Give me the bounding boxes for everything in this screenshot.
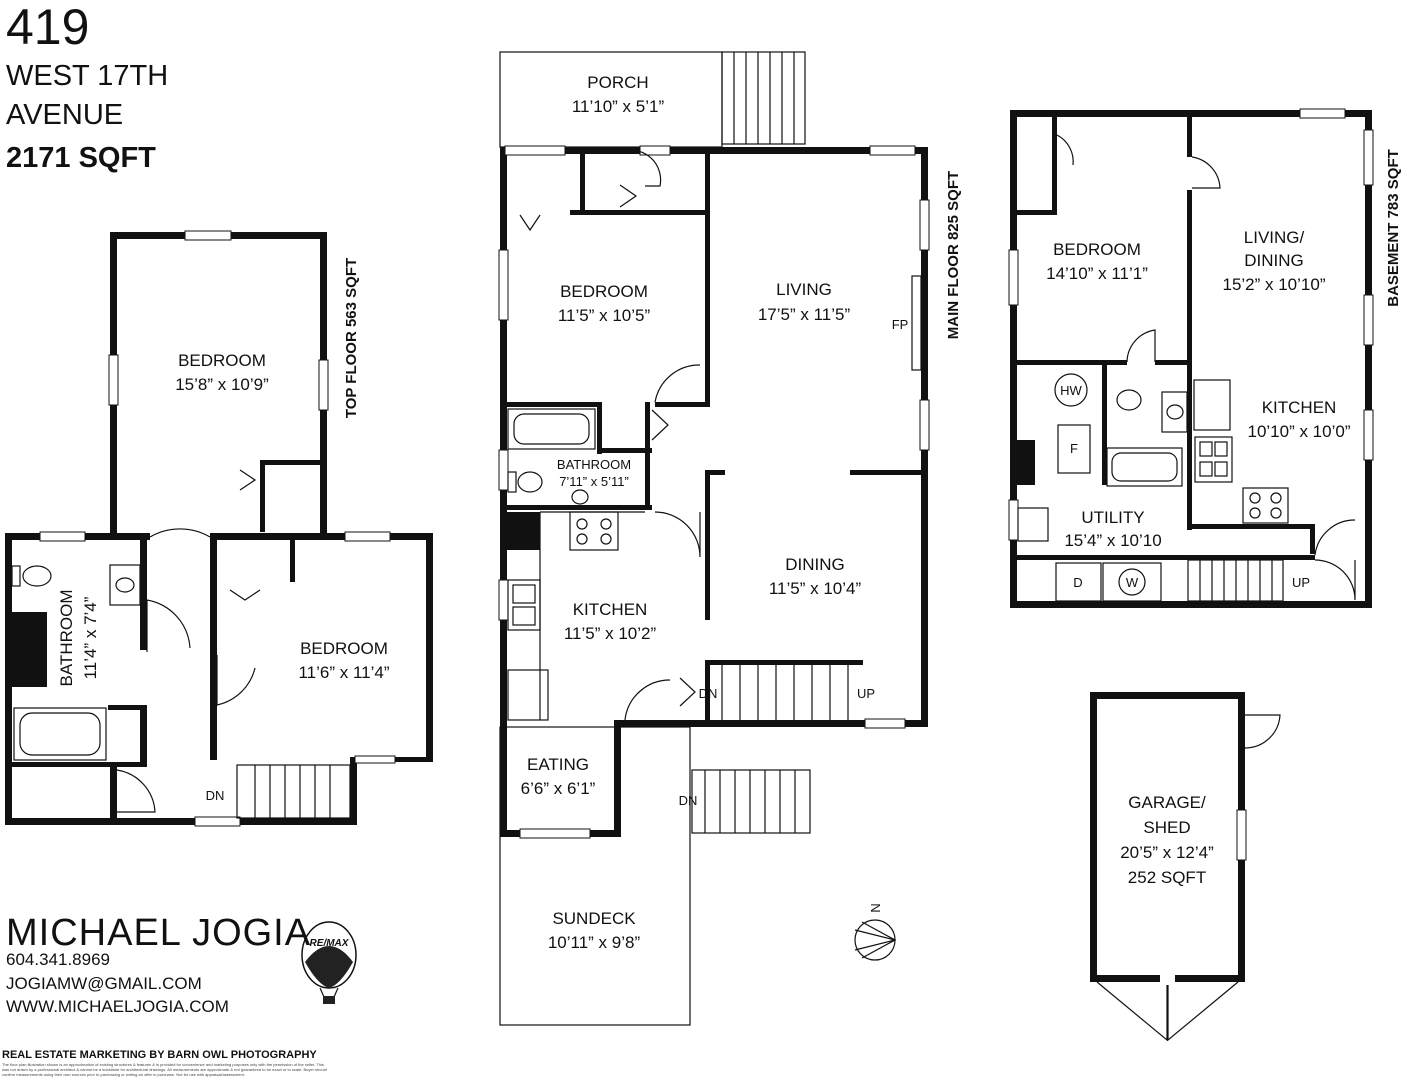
main-eating-size: 6’6” x 6’1” (521, 779, 596, 798)
top-floor-plan: BEDROOM 15’8” x 10’9” BEDROOM 11’6” x 11… (5, 230, 433, 827)
main-fireplace-label: FP (892, 317, 909, 332)
basement-utility-size: 15’4” x 10’10 (1064, 531, 1161, 550)
disclaimer-text: The floor plan illustration shown is an … (2, 1062, 327, 1077)
basement-living-dining-name-line1: LIVING/ (1244, 228, 1305, 247)
main-dining-size: 11’5” x 10’4” (769, 579, 862, 598)
address-number: 419 (6, 0, 90, 55)
basement-furnace-label: F (1070, 441, 1078, 456)
remax-logo-text: RE/MAX (310, 938, 350, 949)
basement-washer-label: W (1126, 575, 1139, 590)
basement-living-dining-name-line2: DINING (1244, 251, 1304, 270)
garage-plan: GARAGE/ SHED 20’5” x 12’4” 252 SQFT (1090, 692, 1281, 1042)
basement-utility-name: UTILITY (1081, 508, 1144, 527)
main-bathroom-size: 7’11” x 5’11” (559, 474, 629, 489)
top-bedroom-large-size: 15’8” x 10’9” (175, 375, 269, 394)
basement-plan: BEDROOM 14’10” x 11’1” LIVING/ DINING 15… (1008, 108, 1402, 608)
main-living-name: LIVING (776, 280, 832, 299)
main-dining-name: DINING (785, 555, 845, 574)
basement-hot-water-label: HW (1060, 383, 1082, 398)
top-bedroom-small-size: 11’6” x 11’4” (298, 663, 389, 682)
main-stair-dn-label: DN (699, 686, 718, 701)
main-bathroom-name: BATHROOM (557, 457, 631, 472)
main-bedroom-name: BEDROOM (560, 282, 648, 301)
main-porch-name: PORCH (587, 73, 648, 92)
main-sundeck-size: 10’11” x 9’8” (548, 933, 641, 952)
basement-floor-label: BASEMENT 783 SQFT (1385, 149, 1402, 307)
top-bedroom-small-name: BEDROOM (300, 639, 388, 658)
garage-size: 20’5” x 12’4” (1120, 843, 1214, 862)
basement-stair-up-label: UP (1292, 575, 1310, 590)
compass-icon: N (854, 903, 897, 961)
basement-living-dining-size: 15’2” x 10’10” (1222, 275, 1325, 294)
photography-credit: REAL ESTATE MARKETING BY BARN OWL PHOTOG… (2, 1049, 317, 1061)
main-floor-plan: PORCH 11’10” x 5’1” BEDROOM 11’5” x 10’5… (498, 51, 962, 1026)
main-stair-up-label: UP (857, 686, 875, 701)
main-floor-label: MAIN FLOOR 825 SQFT (945, 171, 962, 339)
basement-kitchen-name: KITCHEN (1262, 398, 1337, 417)
top-bathroom-size: 11’4” x 7’4” (81, 596, 100, 679)
main-porch-size: 11’10” x 5’1” (572, 97, 665, 116)
address-street-line2: AVENUE (6, 99, 124, 131)
top-bathroom-name: BATHROOM (57, 590, 76, 687)
main-deck-dn-label: DN (679, 793, 698, 808)
basement-dryer-label: D (1073, 575, 1082, 590)
main-bedroom-size: 11’5” x 10’5” (558, 306, 651, 325)
garage-name-line1: GARAGE/ (1128, 793, 1206, 812)
top-floor-label: TOP FLOOR 563 SQFT (343, 258, 360, 418)
address-street-line1: WEST 17TH (6, 60, 169, 92)
main-kitchen-name: KITCHEN (573, 600, 648, 619)
agent-email: JOGIAMW@GMAIL.COM (6, 974, 202, 993)
main-kitchen-size: 11’5” x 10’2” (564, 624, 657, 643)
main-living-size: 17’5” x 11’5” (758, 305, 851, 324)
agent-website: WWW.MICHAELJOGIA.COM (6, 997, 229, 1016)
basement-kitchen-size: 10’10” x 10’0” (1247, 422, 1350, 441)
main-sundeck-name: SUNDECK (552, 909, 636, 928)
compass-north-label: N (868, 903, 883, 912)
total-square-footage: 2171 SQFT (6, 142, 156, 174)
agent-phone: 604.341.8969 (6, 950, 110, 969)
basement-bedroom-name: BEDROOM (1053, 240, 1141, 259)
garage-sqft: 252 SQFT (1128, 868, 1206, 887)
remax-balloon-logo: RE/MAX (301, 921, 357, 1004)
top-bedroom-large-name: BEDROOM (178, 351, 266, 370)
basement-bedroom-size: 14’10” x 11’1” (1046, 264, 1148, 283)
main-eating-name: EATING (527, 755, 589, 774)
agent-name: MICHAEL JOGIA (6, 912, 312, 954)
garage-name-line2: SHED (1143, 818, 1190, 837)
top-stair-dn-label: DN (206, 788, 225, 803)
